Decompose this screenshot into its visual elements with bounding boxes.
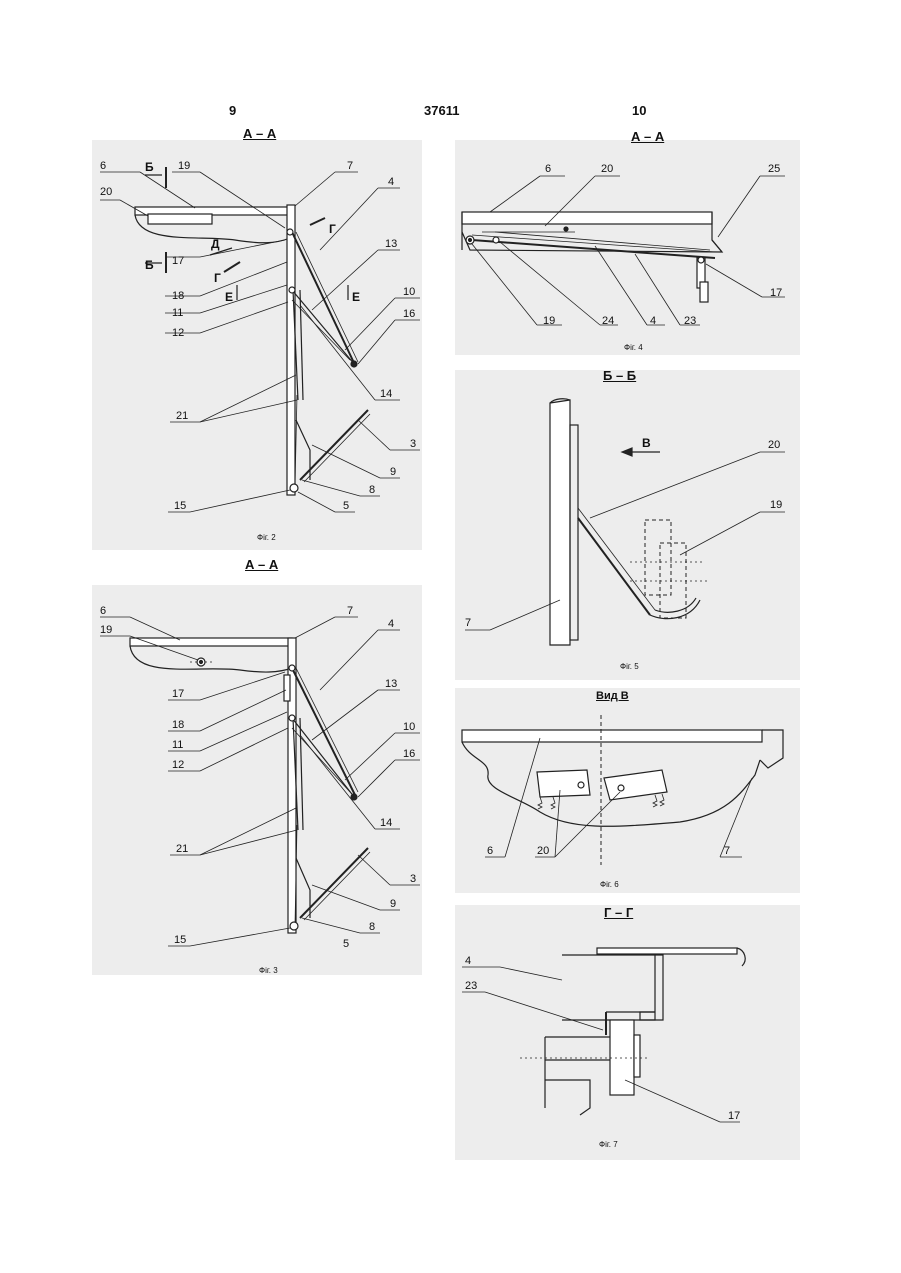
fig2-label: 14 [380,388,392,400]
fig2-label: 7 [347,160,353,172]
fig3-label: 3 [410,873,416,885]
fig2-label: 20 [100,186,112,198]
fig5-label: 20 [768,439,780,451]
section-arrow-g-left: Г [214,271,221,285]
fig4-label: 6 [545,163,551,175]
fig2-label: 9 [390,466,396,478]
fig3-label: 8 [369,921,375,933]
fig3-label: 21 [176,843,188,855]
fig2-label: 18 [172,290,184,302]
fig7-label: 17 [728,1110,740,1122]
fig2-label: 4 [388,176,394,188]
fig3-label: 19 [100,624,112,636]
fig2-label: 8 [369,484,375,496]
fig3-label: 15 [174,934,186,946]
section-arrow-b-bottom: Б [145,258,154,272]
fig3-label: 13 [385,678,397,690]
fig4-label: 19 [543,315,555,327]
fig2-drawing [100,167,420,512]
fig3-drawing [100,617,420,946]
fig2-label: 3 [410,438,416,450]
section-arrow-e-right: Е [352,290,360,304]
fig3-label: 12 [172,759,184,771]
fig2-label: 12 [172,327,184,339]
fig2-label: 10 [403,286,415,298]
fig5-label: 7 [465,617,471,629]
fig4-label: 20 [601,163,613,175]
fig4-label: 4 [650,315,656,327]
fig4-drawing [462,176,785,325]
fig3-label: 6 [100,605,106,617]
fig2-label: 15 [174,500,186,512]
fig7-label: 23 [465,980,477,992]
fig3-label: 9 [390,898,396,910]
fig4-label: 17 [770,287,782,299]
fig6-label: 6 [487,845,493,857]
fig3-label: 18 [172,719,184,731]
fig5-label: 19 [770,499,782,511]
fig7-label: 4 [465,955,471,967]
view-arrow-d: Д [211,237,220,251]
fig3-label: 16 [403,748,415,760]
fig2-label: 21 [176,410,188,422]
view-arrow-v: В [642,436,651,450]
fig4-label: 24 [602,315,614,327]
section-arrow-e-left: Е [225,290,233,304]
section-arrow-b-top: Б [145,160,154,174]
fig3-label: 4 [388,618,394,630]
fig6-label: 7 [724,845,730,857]
fig5-drawing [465,399,785,645]
fig2-label: 5 [343,500,349,512]
fig6-label: 20 [537,845,549,857]
fig3-label: 17 [172,688,184,700]
fig4-label: 23 [684,315,696,327]
fig2-label: 6 [100,160,106,172]
fig4-label: 25 [768,163,780,175]
fig2-label: 19 [178,160,190,172]
fig7-drawing [462,948,745,1122]
fig2-label: 17 [172,255,184,267]
fig6-drawing [462,715,783,865]
fig3-label: 10 [403,721,415,733]
fig3-label: 7 [347,605,353,617]
fig3-label: 5 [343,938,349,950]
fig3-label: 14 [380,817,392,829]
fig2-label: 11 [172,307,183,319]
fig2-label: 13 [385,238,397,250]
fig3-label: 11 [172,739,183,751]
fig2-label: 16 [403,308,415,320]
section-arrow-g-right: Г [329,222,336,236]
